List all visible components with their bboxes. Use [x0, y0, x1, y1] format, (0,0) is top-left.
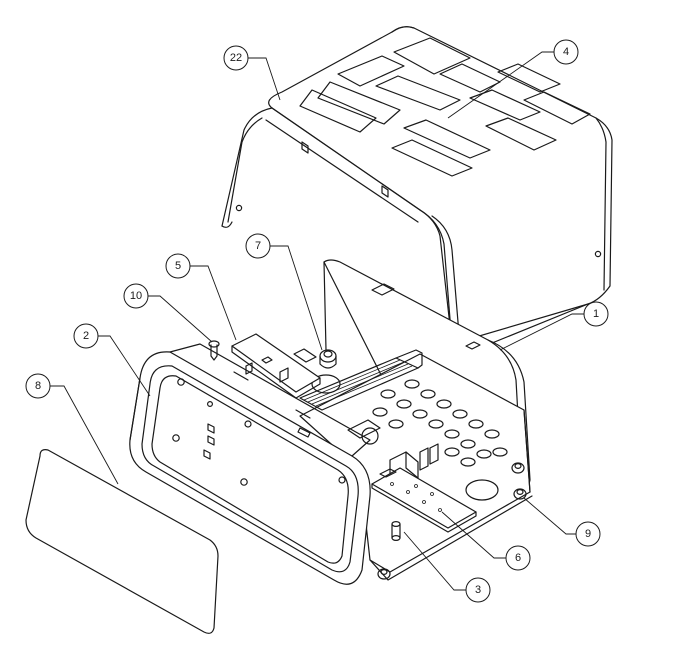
ribbon-cable — [299, 349, 423, 411]
connector-knob — [319, 349, 337, 369]
callout-1: 1 — [583, 301, 609, 327]
callout-9-label: 9 — [585, 528, 591, 540]
callout-5-label: 5 — [175, 260, 181, 272]
callout-7-label: 7 — [255, 240, 261, 252]
front-bezel-panel — [129, 343, 371, 585]
callout-7: 7 — [245, 233, 271, 259]
callout-6-label: 6 — [515, 552, 521, 564]
foot-nuts — [377, 462, 527, 580]
main-circuit-board — [371, 443, 477, 533]
display-circuit-board — [231, 333, 321, 399]
standoff-screw — [391, 520, 401, 541]
tray-holes — [311, 374, 508, 501]
leader-lines — [50, 51, 584, 591]
callout-5: 5 — [165, 253, 191, 279]
callout-6: 6 — [505, 545, 531, 571]
callout-22-label: 22 — [230, 52, 242, 64]
callout-10: 10 — [123, 283, 149, 309]
callout-3-label: 3 — [475, 584, 481, 596]
callout-8-label: 8 — [35, 380, 41, 392]
callout-8: 8 — [25, 373, 51, 399]
callout-4: 4 — [553, 39, 579, 65]
callout-2: 2 — [73, 323, 99, 349]
callout-2-label: 2 — [83, 330, 89, 342]
top-cover — [221, 26, 613, 354]
small-screw — [208, 340, 220, 361]
callout-9: 9 — [575, 521, 601, 547]
front-decal-label — [25, 449, 219, 634]
callout-3: 3 — [465, 577, 491, 603]
callout-22: 22 — [223, 45, 249, 71]
callout-1-label: 1 — [593, 308, 599, 320]
callout-10-label: 10 — [130, 290, 142, 302]
callout-4-label: 4 — [563, 46, 569, 58]
